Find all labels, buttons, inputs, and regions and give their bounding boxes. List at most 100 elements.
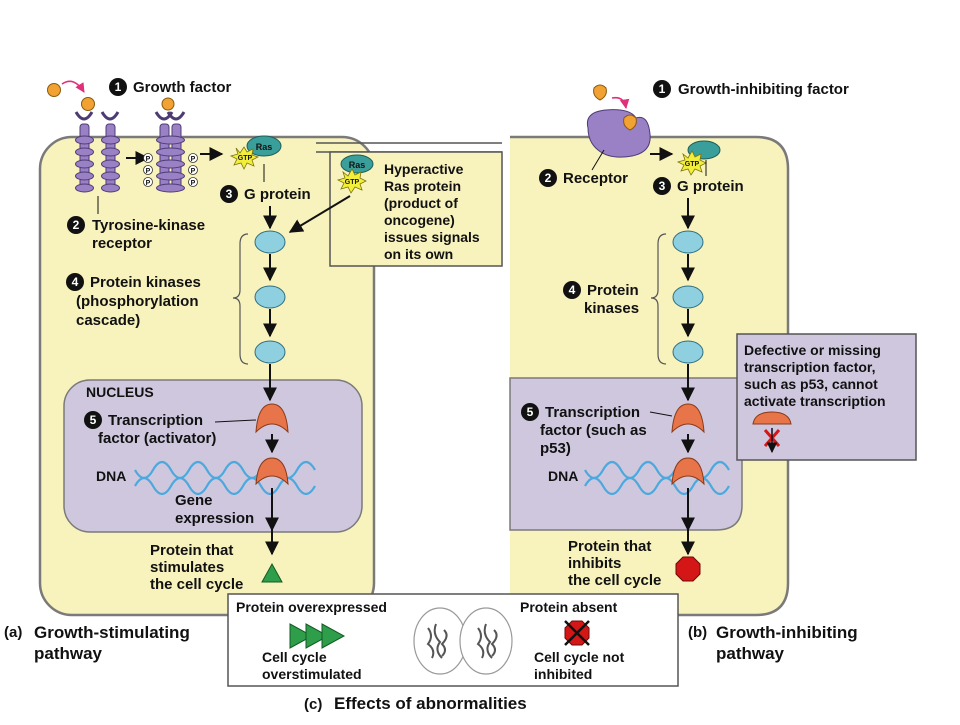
hyperactive-ras-box: Ras GTP Hyperactive Ras protein (product… [288, 142, 503, 267]
step-2-badge-b [539, 169, 557, 187]
defective-transcription-factor [752, 411, 792, 425]
protein-stimulates-label-3: the cell cycle [150, 576, 243, 593]
protein-absent-label: Protein absent [520, 599, 618, 615]
hyperactive-text-6: on its own [384, 246, 453, 262]
stim-triangle-1 [289, 623, 314, 649]
defective-text-2: transcription factor, [744, 359, 875, 375]
growth-inhibiting-factor-label: Growth-inhibiting factor [678, 81, 849, 98]
dna-label-b: DNA [548, 468, 578, 484]
cell-cycle-not-inhibited-1: Cell cycle not [534, 649, 625, 665]
step-4-badge-b [563, 281, 581, 299]
transcription-factor-b-label-3: p53) [540, 440, 571, 457]
tyrosine-kinase-label-1: Tyrosine-kinase [92, 217, 205, 234]
caption-a-line2: pathway [34, 644, 103, 663]
stim-triangle-3 [321, 623, 346, 649]
tyrosine-kinase-receptor [74, 111, 120, 193]
caption-a-letter: (a) [4, 624, 22, 641]
stim-triangle-2 [305, 623, 330, 649]
caption-a-line1: Growth-stimulating [34, 623, 190, 642]
g-protein-label-b: G protein [677, 178, 744, 195]
protein-kinase-2 [254, 285, 286, 309]
cell-cycle-not-inhibited-2: inhibited [534, 666, 592, 682]
defective-tf-box: Defective or missing transcription facto… [736, 333, 917, 461]
panel-b: GTP 1 Growth-inhibiting factor 2 Recepto… [509, 80, 849, 617]
transcription-factor-on-dna-a [255, 457, 289, 486]
hyperactive-text-4: oncogene) [384, 212, 455, 228]
caption-b-letter: (b) [688, 624, 707, 641]
growth-factor-label: Growth factor [133, 79, 231, 96]
transcription-factor-on-dna-b [671, 457, 705, 486]
cell-cycle-overstimulated-2: overstimulated [262, 666, 362, 682]
step-1-badge-b [653, 80, 671, 98]
transcription-factor-label-2: factor (activator) [98, 430, 216, 447]
protein-kinase-b-3 [672, 340, 704, 364]
hyperactive-text-3: (product of [384, 195, 458, 211]
protein-kinases-label-2: (phosphorylation [76, 293, 199, 310]
dividing-cell-icon [413, 607, 513, 675]
ras-g-protein: Ras GTP [229, 135, 282, 170]
gene-expression-label-1: Gene [175, 492, 213, 509]
step-1-number: 1 [115, 80, 122, 94]
stimulating-protein-triangle [261, 562, 283, 583]
step-5-badge-b [521, 403, 539, 421]
caption-b-line1: Growth-inhibiting [716, 623, 858, 642]
protein-kinases-label-1: Protein kinases [90, 274, 201, 291]
transcription-factor-b-label-1: Transcription [545, 404, 640, 421]
hyper-ras-label: Ras [349, 160, 366, 170]
nucleus-a [63, 379, 363, 533]
caption-c-letter: (c) [304, 696, 322, 713]
growth-inhibiting-factor-free [593, 84, 607, 101]
dna-label-a: DNA [96, 468, 126, 484]
hyper-gtp-label: GTP [345, 179, 360, 186]
inhibiting-protein-octagon [675, 556, 701, 582]
growth-factor-bound [81, 97, 95, 111]
protein-kinase-1 [254, 230, 286, 254]
step-2-number-b: 2 [545, 171, 552, 185]
step-3-badge-b [653, 177, 671, 195]
panel-a: P P P P P P Ras GTP 1 Growth factor 2 Ty… [38, 78, 376, 617]
step-4-number-b: 4 [569, 283, 576, 297]
step-2-badge [67, 216, 85, 234]
protein-stimulates-label-2: stimulates [150, 559, 224, 576]
defective-text-1: Defective or missing [744, 342, 881, 358]
phosphate-label: P [191, 156, 196, 163]
g-protein-b: GTP [676, 140, 721, 176]
step-5-number-b: 5 [527, 405, 534, 419]
nucleus-label: NUCLEUS [86, 384, 154, 400]
caption-c-text: Effects of abnormalities [334, 694, 527, 713]
step-4-badge [66, 273, 84, 291]
protein-kinases-label-3: cascade) [76, 312, 140, 329]
protein-kinase-3 [254, 340, 286, 364]
gtp-label-b: GTP [685, 161, 700, 168]
growth-inhibiting-factor-bound [623, 114, 637, 131]
protein-kinase-b-1 [672, 230, 704, 254]
dna-helix-b [584, 460, 730, 496]
phosphate-label: P [146, 168, 151, 175]
growth-factor-free [47, 83, 61, 97]
absent-protein-icon [564, 620, 590, 646]
step-3-number: 3 [226, 187, 233, 201]
step-5-badge [84, 411, 102, 429]
step-4-number: 4 [72, 275, 79, 289]
phosphate-label: P [191, 168, 196, 175]
effects-box: Protein overexpressed Cell cycle oversti… [227, 593, 679, 687]
ras-label: Ras [256, 142, 273, 152]
gene-expression-label-2: expression [175, 510, 254, 527]
phosphate-label: P [146, 156, 151, 163]
caption-b-line2: pathway [716, 644, 785, 663]
step-5-number: 5 [90, 413, 97, 427]
gtp-label: GTP [238, 155, 253, 162]
cell-cycle-overstimulated-1: Cell cycle [262, 649, 327, 665]
hyperactive-text-2: Ras protein [384, 178, 461, 194]
defective-text-4: activate transcription [744, 393, 886, 409]
protein-kinases-label-b-2: kinases [584, 300, 639, 317]
phosphate-groups: P P P P P P [143, 153, 198, 187]
protein-inhibits-label-3: the cell cycle [568, 572, 661, 589]
protein-inhibits-label-1: Protein that [568, 538, 651, 555]
protein-kinase-b-2 [672, 285, 704, 309]
step-3-number-b: 3 [659, 179, 666, 193]
protein-kinases-label-b-1: Protein [587, 282, 639, 299]
hyperactive-text-1: Hyperactive [384, 161, 464, 177]
step-2-number: 2 [73, 218, 80, 232]
